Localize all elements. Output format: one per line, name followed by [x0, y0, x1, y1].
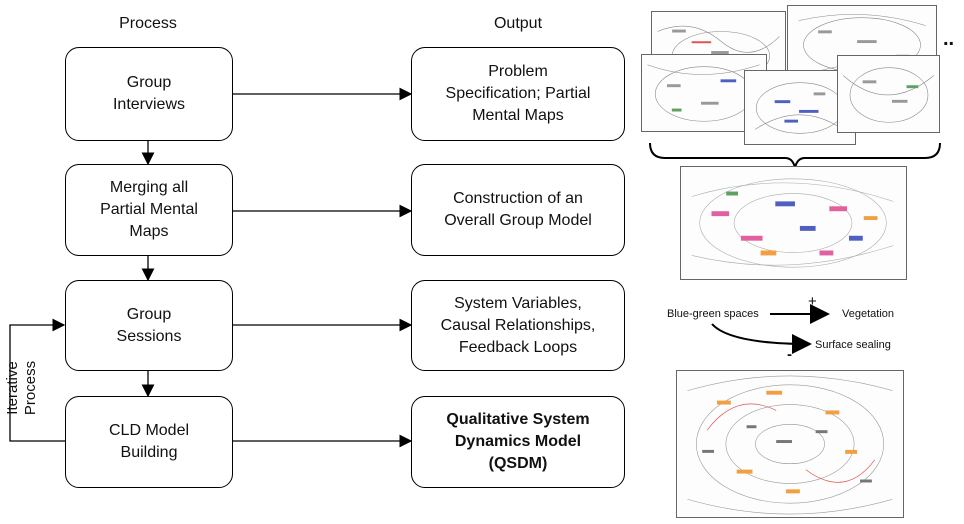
output-overall-group-model: Construction of an Overall Group Model — [411, 164, 625, 256]
output-system-variables: System Variables, Causal Relationships, … — [411, 280, 625, 371]
grouping-brace — [649, 142, 941, 169]
iterative-process-label: Iterative Process — [4, 360, 39, 416]
more-maps-ellipsis: .. — [943, 28, 955, 50]
process-step-cld-model-building: CLD Model Building — [65, 396, 233, 488]
partial-map-thumbnail-5 — [837, 55, 940, 133]
causal-arrow-negative — [711, 323, 812, 354]
output-problem-specification: Problem Specification; Partial Mental Ma… — [411, 47, 625, 141]
causal-positive-target-label: Vegetation — [842, 308, 894, 320]
qsdm-model-thumbnail — [676, 370, 904, 518]
arrow-iteration-loop — [9, 318, 66, 442]
positive-sign: + — [808, 293, 817, 310]
process-column-header: Process — [119, 15, 177, 32]
negative-sign: - — [787, 346, 792, 363]
causal-negative-target-label: Surface sealing — [815, 339, 891, 351]
process-step-group-sessions: Group Sessions — [65, 280, 233, 371]
overall-group-model-thumbnail — [680, 166, 907, 280]
output-column-header: Output — [493, 15, 543, 32]
output-qsdm: Qualitative System Dynamics Model (QSDM) — [411, 396, 625, 488]
process-step-group-interviews: Group Interviews — [65, 47, 233, 141]
process-step-merging-maps: Merging all Partial Mental Maps — [65, 164, 233, 256]
causal-source-label: Blue-green spaces — [667, 308, 759, 320]
